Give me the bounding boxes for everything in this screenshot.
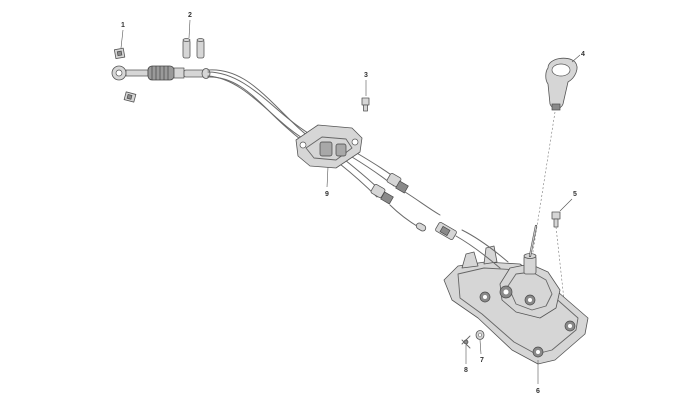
part-5-bolt — [551, 211, 561, 228]
callout-9: 9 — [325, 191, 329, 198]
shift-cables — [207, 69, 399, 198]
part-6-shifter-base — [443, 224, 589, 365]
callout-1: 1 — [121, 22, 125, 29]
callout-8: 8 — [464, 367, 468, 374]
part-8-retaining-clip — [461, 335, 471, 349]
leader-4 — [571, 54, 581, 63]
part-4-shift-knob — [545, 57, 578, 111]
part-9-cable-bracket — [295, 124, 363, 169]
callout-7: 7 — [480, 357, 484, 364]
callout-3: 3 — [364, 72, 368, 79]
callout-4: 4 — [581, 51, 585, 58]
part-1-clip — [113, 47, 137, 103]
knob-axis-dash — [531, 111, 556, 259]
callout-5: 5 — [573, 191, 577, 198]
cable-end-assembly — [111, 65, 211, 81]
callout-2: 2 — [188, 12, 192, 19]
leader-2 — [188, 19, 191, 39]
part-2-pins — [182, 38, 205, 59]
callout-6: 6 — [536, 388, 540, 395]
part-7-washer — [475, 330, 485, 340]
part-3-bolt — [361, 97, 370, 112]
leader-1 — [120, 29, 124, 49]
cable-fittings-middle — [370, 173, 457, 240]
leader-9 — [326, 166, 329, 188]
leader-5 — [559, 198, 573, 212]
leader-7 — [479, 339, 482, 355]
